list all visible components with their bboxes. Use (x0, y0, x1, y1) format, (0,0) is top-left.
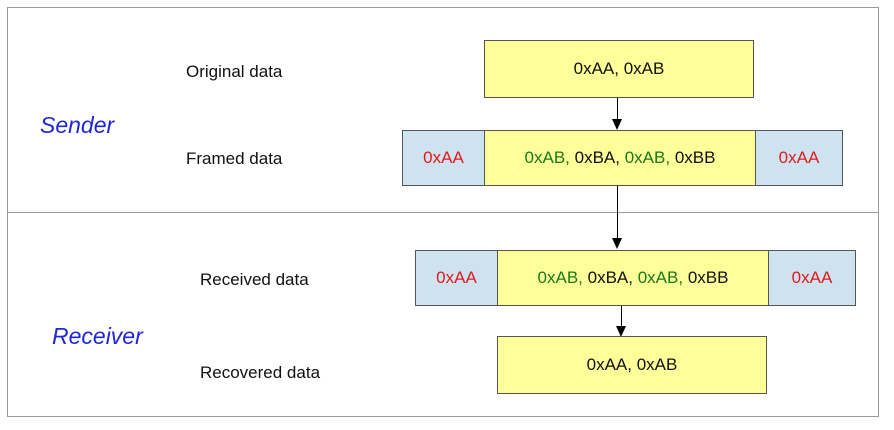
recovered-data-label: Recovered data (200, 363, 321, 382)
received-start-flag: 0xAA (415, 250, 498, 306)
arrow-line (621, 306, 622, 326)
received-payload-token: 0xBB (683, 268, 729, 287)
received-end-flag: 0xAA (768, 250, 856, 306)
arrow-line (617, 98, 618, 119)
framed-payload-token-escape: 0xAB, (620, 148, 671, 167)
received-payload-token-escape: 0xAB, (633, 268, 684, 287)
framed-payload-token: 0xBA, (569, 148, 620, 167)
section-divider (7, 212, 879, 213)
down-arrow-icon (616, 326, 626, 337)
received-data-label: Received data (200, 270, 309, 289)
original-data-label: Original data (186, 62, 283, 81)
recovered-data-box: 0xAA, 0xAB (497, 336, 767, 394)
framed-payload-token-escape: 0xAB, (524, 148, 570, 167)
framed-payload-token: 0xBB (670, 148, 716, 167)
down-arrow-icon (612, 119, 622, 130)
framed-payload-box: 0xAB, 0xBA, 0xAB, 0xBB (484, 130, 756, 186)
framed-end-flag: 0xAA (755, 130, 843, 186)
sender-role-label: Sender (40, 112, 115, 138)
framed-start-flag: 0xAA (402, 130, 485, 186)
framed-data-label: Framed data (186, 149, 283, 168)
down-arrow-icon (612, 238, 622, 249)
received-payload-box: 0xAB, 0xBA, 0xAB, 0xBB (497, 250, 769, 306)
received-payload-token: 0xBA, (582, 268, 633, 287)
received-payload-token-escape: 0xAB, (537, 268, 583, 287)
receiver-role-label: Receiver (52, 323, 143, 349)
original-data-box: 0xAA, 0xAB (484, 40, 754, 98)
arrow-line (617, 186, 618, 238)
